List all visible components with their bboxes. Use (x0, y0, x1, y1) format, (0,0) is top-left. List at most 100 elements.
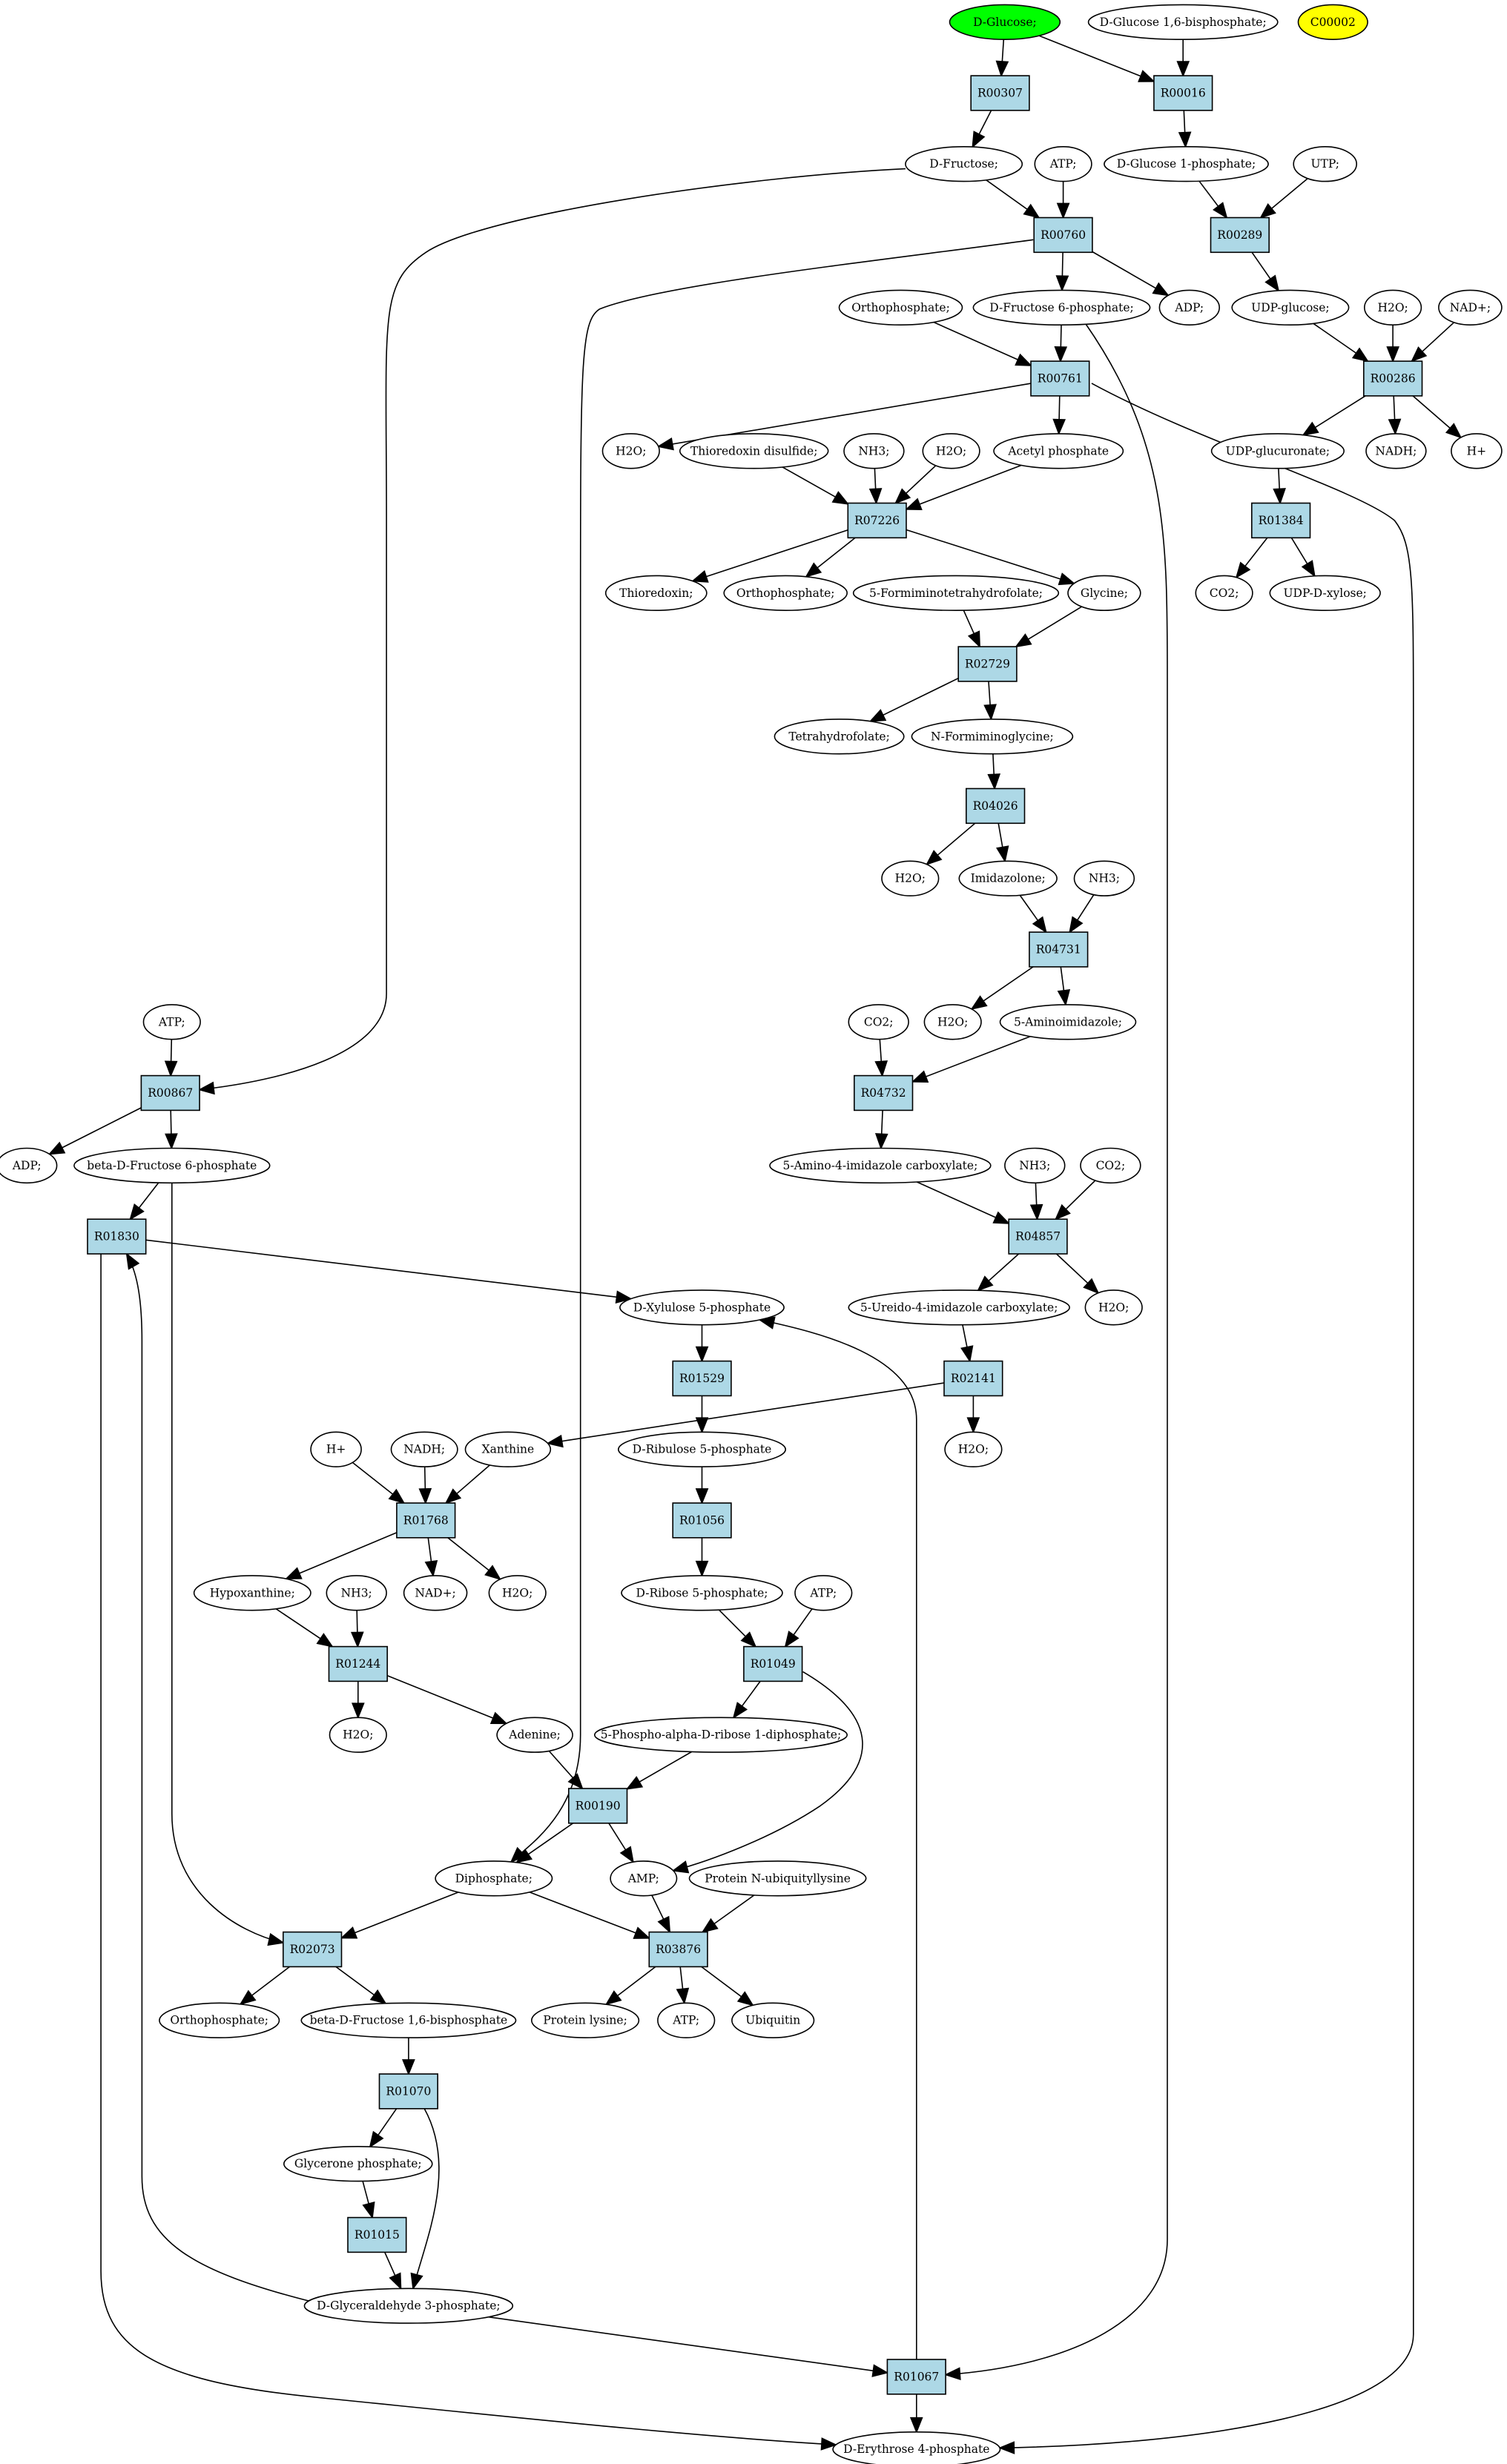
compound-node-aminoimid[interactable]: 5-Aminoimidazole; (999, 1004, 1137, 1040)
compound-node-e4p[interactable]: D-Erythrose 4-phosphate (832, 2431, 1001, 2464)
compound-node-bf6p[interactable]: beta-D-Fructose 6-phosphate (73, 1147, 271, 1184)
compound-node-ortho1[interactable]: Orthophosphate; (838, 289, 963, 326)
compound-node-nadh2[interactable]: NADH; (390, 1431, 458, 1467)
compound-node-atp1[interactable]: ATP; (1034, 146, 1092, 182)
compound-node-fthf[interactable]: 5-Formiminotetrahydrofolate; (852, 575, 1060, 611)
reaction-node-R01529[interactable]: R01529 (672, 1360, 732, 1397)
compound-node-ortho3[interactable]: Orthophosphate; (159, 2002, 280, 2038)
compound-node-h2o6[interactable]: H2O; (1084, 1289, 1143, 1326)
compound-node-g3p[interactable]: D-Glyceraldehyde 3-phosphate; (303, 2288, 514, 2324)
compound-node-nh3_4[interactable]: NH3; (326, 1575, 387, 1611)
compound-node-glc16bp[interactable]: D-Glucose 1,6-bisphosphate; (1087, 4, 1279, 40)
reaction-node-R03876[interactable]: R03876 (648, 1931, 708, 1968)
compound-node-amp[interactable]: AMP; (610, 1860, 678, 1897)
reaction-node-R01070[interactable]: R01070 (378, 2073, 438, 2110)
compound-node-bf16bp[interactable]: beta-D-Fructose 1,6-bisphosphate (300, 2002, 517, 2038)
compound-node-nh3_2[interactable]: NH3; (1073, 860, 1135, 896)
compound-node-atp2[interactable]: ATP; (142, 1004, 201, 1040)
compound-node-protub[interactable]: Protein N-ubiquityllysine (688, 1860, 867, 1897)
reaction-node-R01244[interactable]: R01244 (328, 1645, 388, 1682)
compound-node-h2[interactable]: H+ (310, 1431, 362, 1467)
compound-node-atp4[interactable]: ATP; (657, 2002, 716, 2038)
compound-node-ru5p[interactable]: D-Ribulose 5-phosphate (617, 1431, 786, 1467)
reaction-node-R00289[interactable]: R00289 (1210, 217, 1270, 254)
compound-node-h2o3[interactable]: H2O; (922, 433, 980, 469)
reaction-node-R01015[interactable]: R01015 (347, 2216, 407, 2253)
compound-node-co2_3[interactable]: CO2; (1080, 1147, 1141, 1184)
compound-node-imid[interactable]: Imidazolone; (958, 860, 1058, 896)
reaction-node-R02729[interactable]: R02729 (957, 646, 1018, 682)
compound-node-ade[interactable]: Adenine; (496, 1717, 573, 1753)
reaction-node-R00286[interactable]: R00286 (1363, 360, 1423, 397)
reaction-node-R04026[interactable]: R04026 (966, 787, 1026, 825)
reaction-node-R02141[interactable]: R02141 (943, 1360, 1003, 1397)
compound-node-ureido[interactable]: 5-Ureido-4-imidazole carboxylate; (848, 1289, 1070, 1326)
reaction-node-R01384[interactable]: R01384 (1251, 502, 1311, 539)
reaction-node-R04732[interactable]: R04732 (854, 1074, 914, 1112)
compound-node-acp[interactable]: Acetyl phosphate (993, 433, 1124, 469)
compound-node-ppi[interactable]: Diphosphate; (435, 1860, 553, 1897)
compound-node-g1p[interactable]: D-Glucose 1-phosphate; (1104, 146, 1269, 182)
reaction-node-R07226[interactable]: R07226 (847, 502, 907, 539)
compound-node-h2o5[interactable]: H2O; (923, 1004, 982, 1040)
reaction-node-R00760[interactable]: R00760 (1033, 217, 1093, 254)
reaction-node-R01768[interactable]: R01768 (396, 1502, 456, 1539)
compound-node-c00002[interactable]: C00002 (1297, 4, 1368, 40)
reaction-node-R04857[interactable]: R04857 (1008, 1218, 1068, 1255)
compound-node-gly[interactable]: Glycine; (1067, 575, 1141, 611)
compound-node-dhap[interactable]: Glycerone phosphate; (283, 2146, 433, 2182)
compound-node-h2o9[interactable]: H2O; (329, 1717, 387, 1753)
compound-node-udpgla[interactable]: UDP-glucuronate; (1210, 433, 1345, 469)
compound-node-nh3_1[interactable]: NH3; (843, 433, 905, 469)
reaction-node-R00016[interactable]: R00016 (1153, 75, 1213, 111)
reaction-node-R01049[interactable]: R01049 (743, 1645, 803, 1682)
reaction-node-R01830[interactable]: R01830 (87, 1218, 147, 1255)
compound-node-nadp2[interactable]: NAD+; (403, 1575, 468, 1611)
compound-node-co2_2[interactable]: CO2; (848, 1004, 909, 1040)
reaction-node-R00307[interactable]: R00307 (970, 75, 1030, 111)
compound-node-h2o1[interactable]: H2O; (1363, 289, 1422, 326)
compound-node-nadp1[interactable]: NAD+; (1438, 289, 1503, 326)
compound-node-h2o2[interactable]: H2O; (601, 433, 660, 469)
compound-node-f6p[interactable]: D-Fructose 6-phosphate; (972, 289, 1151, 326)
compound-node-thf[interactable]: Tetrahydrofolate; (774, 719, 905, 755)
compound-node-x5p[interactable]: D-Xylulose 5-phosphate (619, 1289, 785, 1326)
compound-node-fru[interactable]: D-Fructose; (905, 146, 1023, 182)
reaction-node-R04731[interactable]: R04731 (1029, 931, 1089, 968)
compound-node-glc[interactable]: D-Glucose; (949, 4, 1061, 40)
reaction-box (396, 1502, 456, 1539)
reaction-node-R02073[interactable]: R02073 (282, 1931, 343, 1968)
compound-node-udpxyl[interactable]: UDP-D-xylose; (1269, 575, 1381, 611)
reaction-node-R01067[interactable]: R01067 (886, 2359, 946, 2395)
compound-node-utp[interactable]: UTP; (1293, 146, 1357, 182)
compound-node-co2_1[interactable]: CO2; (1195, 575, 1253, 611)
compound-node-h1[interactable]: H+ (1451, 433, 1503, 469)
compound-node-trx[interactable]: Thioredoxin; (604, 575, 708, 611)
reaction-node-R00761[interactable]: R00761 (1030, 360, 1090, 397)
compound-node-xan[interactable]: Xanthine (464, 1431, 552, 1467)
compound-node-hypox[interactable]: Hypoxanthine; (193, 1575, 311, 1611)
compound-node-nadh1[interactable]: NADH; (1365, 433, 1427, 469)
compound-node-adp1[interactable]: ADP; (1158, 289, 1221, 326)
compound-node-atp3[interactable]: ATP; (794, 1575, 853, 1611)
compound-node-prpp[interactable]: 5-Phospho-alpha-D-ribose 1-diphosphate; (593, 1717, 848, 1753)
reaction-node-R00867[interactable]: R00867 (140, 1074, 200, 1112)
reaction-node-R01056[interactable]: R01056 (672, 1502, 732, 1539)
compound-node-h2o8[interactable]: H2O; (488, 1575, 547, 1611)
compound-node-h2o7[interactable]: H2O; (944, 1431, 1003, 1467)
compound-node-udpglc[interactable]: UDP-glucose; (1231, 289, 1350, 326)
compound-label: Thioredoxin disulfide; (690, 444, 817, 458)
compound-node-r5p[interactable]: D-Ribose 5-phosphate; (621, 1575, 783, 1611)
reaction-node-R00190[interactable]: R00190 (567, 1788, 628, 1824)
compound-node-ub[interactable]: Ubiquitin (731, 2002, 815, 2038)
compound-node-adp2[interactable]: ADP; (0, 1147, 58, 1184)
compound-label: Adenine; (508, 1728, 561, 1742)
compound-ellipse (679, 433, 829, 469)
compound-node-nh3_3[interactable]: NH3; (1004, 1147, 1066, 1184)
compound-node-formgly[interactable]: N-Formiminoglycine; (911, 719, 1074, 755)
compound-node-ortho2[interactable]: Orthophosphate; (723, 575, 848, 611)
compound-node-aicarb[interactable]: 5-Amino-4-imidazole carboxylate; (769, 1147, 992, 1184)
compound-node-h2o4[interactable]: H2O; (881, 860, 940, 896)
compound-node-trxss[interactable]: Thioredoxin disulfide; (679, 433, 829, 469)
compound-node-lys[interactable]: Protein lysine; (530, 2002, 640, 2038)
